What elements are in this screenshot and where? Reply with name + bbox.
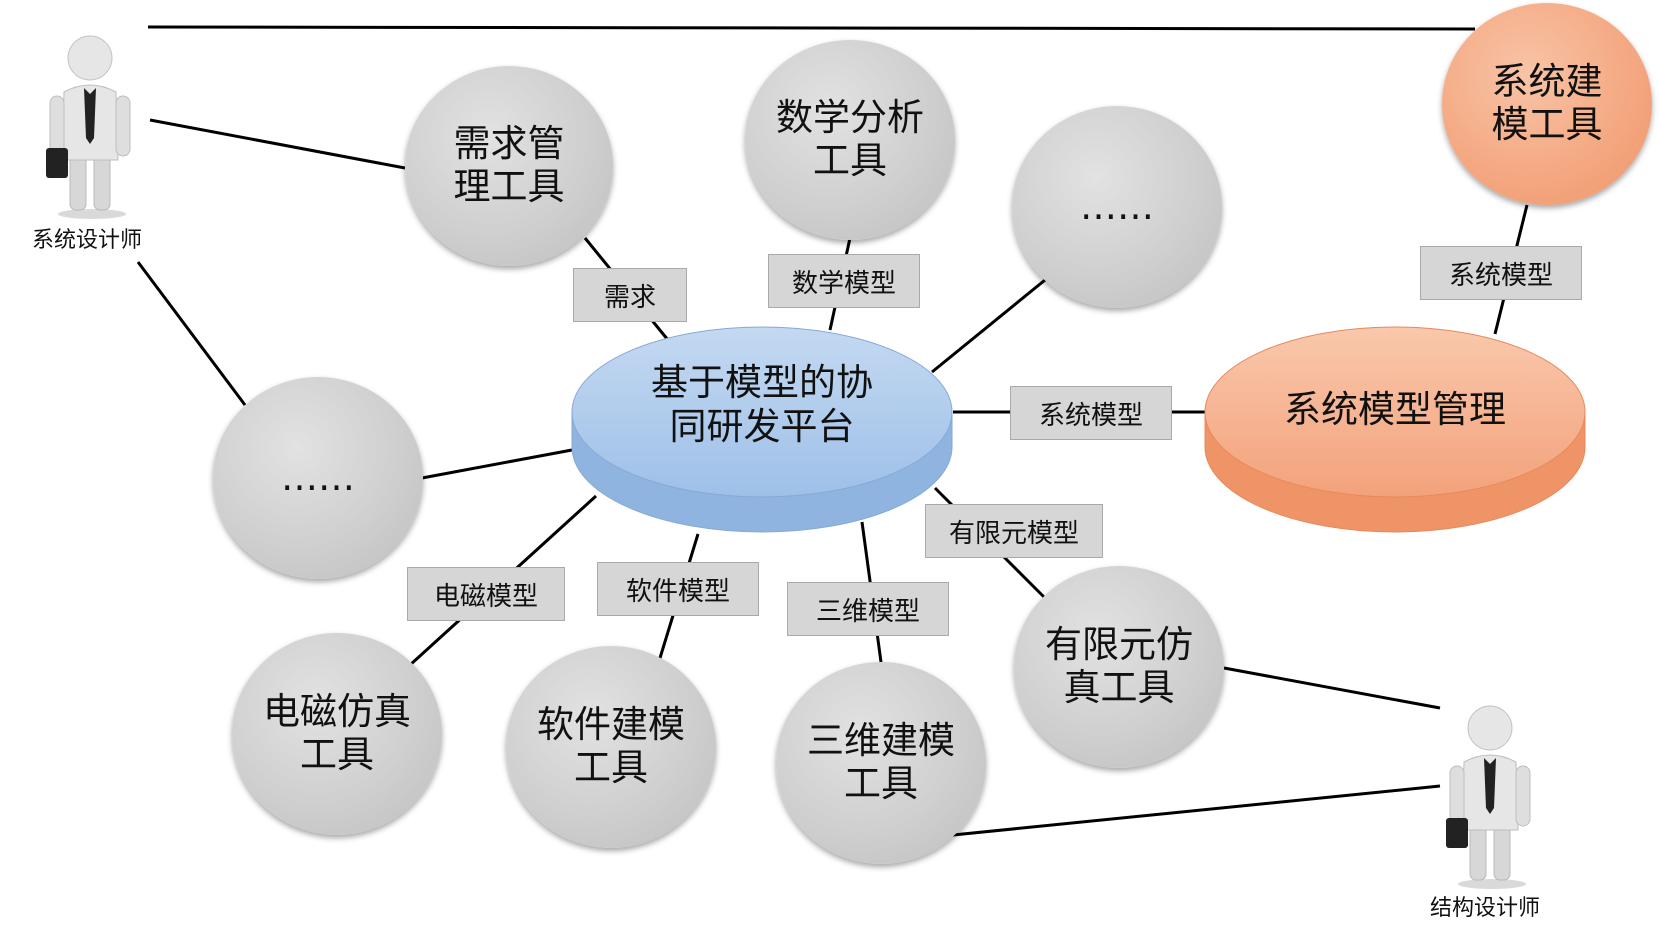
line-fea-designer <box>1223 666 1441 710</box>
requirements-tool-label: 需求管 理工具 <box>453 122 565 208</box>
software-tool-node[interactable]: 软件建模 工具 <box>506 646 716 848</box>
label-3d-model: 三维模型 <box>787 582 949 636</box>
placeholder-tool-top-label: …… <box>1080 184 1154 228</box>
platform-disk <box>571 326 953 533</box>
platform-label: 基于模型的协 同研发平台 <box>651 360 873 448</box>
model-mgmt-disk <box>1204 326 1586 533</box>
fea-tool-node[interactable]: 有限元仿 真工具 <box>1014 566 1224 768</box>
placeholder-tool-top-node[interactable]: …… <box>1012 106 1222 308</box>
line-cad-designer <box>952 784 1441 837</box>
placeholder-tool-left-node[interactable]: …… <box>213 377 423 579</box>
label-em-model: 电磁模型 <box>407 567 565 621</box>
cad3d-tool-label: 三维建模 工具 <box>807 719 955 805</box>
label-fea-model: 有限元模型 <box>925 504 1103 558</box>
em-tool-label: 电磁仿真 工具 <box>263 690 411 776</box>
line-designer-left <box>136 261 247 406</box>
math-tool-node[interactable]: 数学分析 工具 <box>745 40 955 240</box>
model-mgmt-label: 系统模型管理 <box>1284 387 1506 431</box>
label-system-model-mid: 系统模型 <box>1010 386 1172 440</box>
structure-designer-person-icon <box>1446 705 1531 889</box>
system-designer-person-icon <box>46 35 131 219</box>
em-tool-node[interactable]: 电磁仿真 工具 <box>232 633 442 835</box>
cad3d-tool-node[interactable]: 三维建模 工具 <box>776 662 986 864</box>
placeholder-tool-left-label: …… <box>281 455 355 499</box>
sysml-tool-node[interactable]: 系统建 模工具 <box>1442 3 1652 205</box>
line-dots-platform <box>931 278 1046 374</box>
system-designer-label: 系统设计师 <box>32 228 143 253</box>
line-top-designer-sysml <box>147 25 1476 31</box>
line-left-platform <box>421 448 573 480</box>
math-tool-label: 数学分析 工具 <box>776 96 924 182</box>
label-software-model: 软件模型 <box>597 562 759 616</box>
line-designer-req <box>149 118 406 170</box>
software-tool-label: 软件建模 工具 <box>537 703 685 789</box>
fea-tool-label: 有限元仿 真工具 <box>1045 623 1193 709</box>
label-math-model: 数学模型 <box>768 254 920 308</box>
label-requirements: 需求 <box>573 268 687 322</box>
sysml-tool-label: 系统建 模工具 <box>1491 60 1603 146</box>
requirements-tool-node[interactable]: 需求管 理工具 <box>405 66 613 266</box>
label-system-model-top: 系统模型 <box>1420 246 1582 300</box>
structure-designer-label: 结构设计师 <box>1430 896 1541 921</box>
